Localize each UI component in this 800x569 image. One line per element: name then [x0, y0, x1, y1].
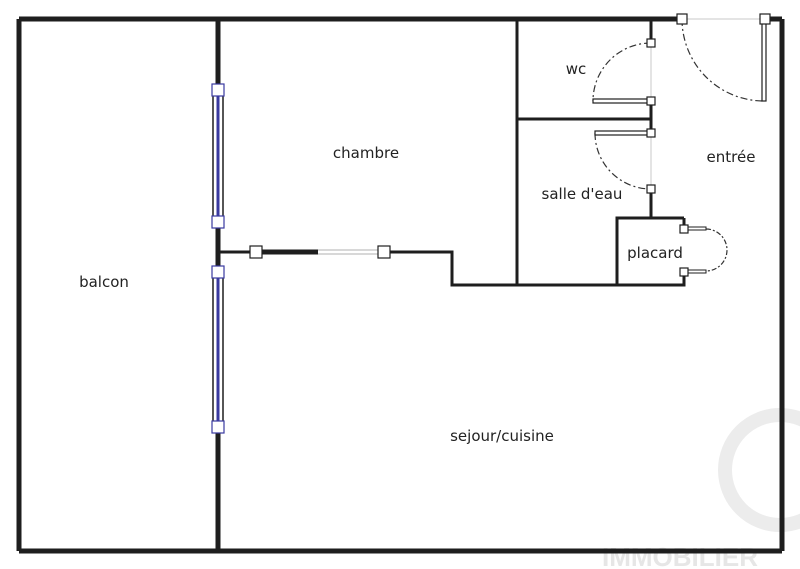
watermark: IMMOBILIER: [602, 408, 800, 569]
room-labels: balcon chambre wc salle d'eau entrée pla…: [79, 60, 755, 445]
door-post: [249, 245, 263, 259]
entrance-door: [676, 13, 771, 102]
door-post: [646, 96, 656, 106]
wc-door-leaf: [592, 98, 652, 104]
placard-doors: [679, 224, 728, 277]
label-sejour-cuisine: sejour/cuisine: [450, 427, 554, 445]
door-post: [679, 224, 689, 234]
bathroom-door-leaf: [594, 130, 652, 136]
wc-door: [592, 38, 656, 106]
label-balcon: balcon: [79, 273, 129, 291]
bathroom-door-swing: [594, 132, 652, 190]
placard-door-swing: [705, 228, 728, 272]
door-post: [679, 267, 689, 277]
door-post: [646, 128, 656, 138]
outer-walls: [16, 16, 785, 554]
label-entree: entrée: [707, 148, 756, 166]
window-handle: [211, 215, 225, 229]
door-post: [759, 13, 771, 25]
wc-door-swing: [592, 42, 652, 102]
watermark-logo: [718, 408, 800, 532]
window-handle: [211, 83, 225, 97]
label-chambre: chambre: [333, 144, 399, 162]
bathroom-door: [594, 128, 656, 194]
door-post: [676, 13, 688, 25]
door-post: [377, 245, 391, 259]
balcony-windows: [211, 83, 225, 434]
door-post: [646, 184, 656, 194]
watermark-text: IMMOBILIER: [602, 542, 758, 569]
balcony-wall: [212, 19, 224, 551]
label-salle-deau: salle d'eau: [542, 185, 623, 203]
entrance-door-swing: [681, 18, 765, 102]
window-handle: [211, 420, 225, 434]
window-handle: [211, 265, 225, 279]
label-placard: placard: [627, 244, 683, 262]
wall-placard: [615, 189, 653, 285]
interior-walls: [218, 19, 686, 287]
label-wc: wc: [566, 60, 587, 78]
door-post: [646, 38, 656, 48]
wall-chambre-right: [384, 250, 686, 287]
sliding-door-chambre: [249, 245, 391, 259]
entrance-door-leaf: [761, 18, 767, 102]
